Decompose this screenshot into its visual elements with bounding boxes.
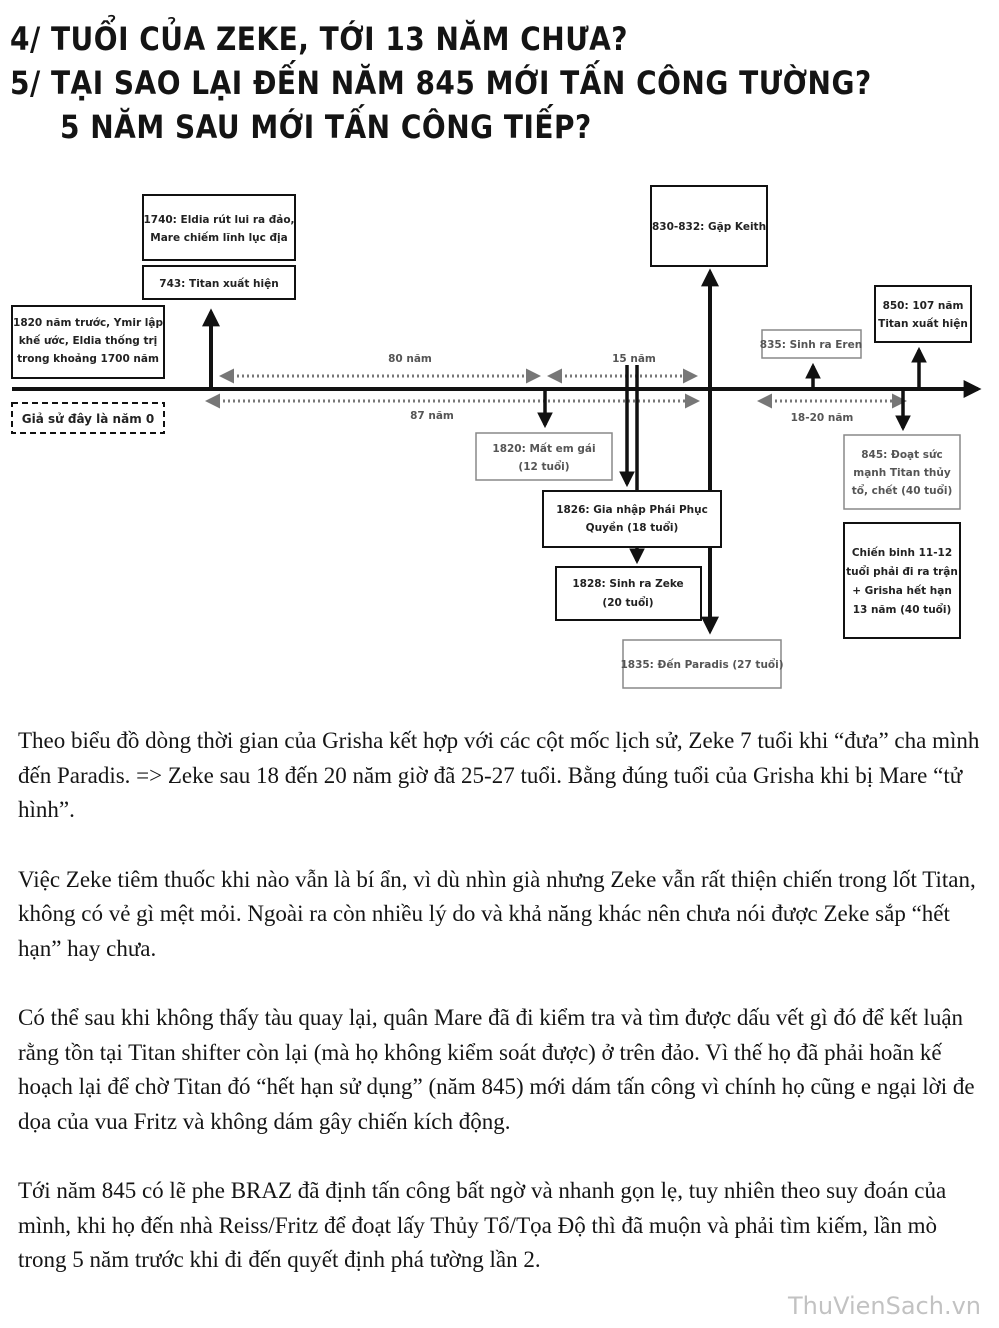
box-keith-label: 830-832: Gặp Keith [652, 221, 766, 233]
box-titan-appear-label: 743: Titan xuất hiện [159, 277, 278, 290]
paragraph-4: Tới năm 845 có lẽ phe BRAZ đã định tấn c… [18, 1178, 947, 1272]
span-label-15: 15 năm [612, 353, 656, 365]
box-founding [843, 434, 961, 510]
box-join-line-1: 1826: Gia nhập Phái Phục [556, 504, 708, 516]
span-label-87: 87 năm [410, 410, 454, 422]
box-zeke-line-2: (20 tuổi) [602, 596, 653, 609]
box-titan-850-line-2: Titan xuất hiện [878, 317, 968, 330]
timeline-diagram: 80 năm 15 năm 87 năm 18-20 năm Giả sử đâ… [11, 185, 982, 689]
box-keith [650, 185, 768, 267]
box-join-line-2: Quyền (18 tuổi) [586, 521, 679, 534]
box-warriors-line-3: + Grisha hết hạn [852, 584, 952, 597]
box-eldia-retreat [142, 194, 296, 261]
box-sister [475, 432, 613, 481]
box-join [542, 490, 722, 548]
year-zero-box [11, 402, 165, 434]
year-zero-label: Giả sử đây là năm 0 [22, 412, 154, 426]
paragraph-2: Việc Zeke tiêm thuốc khi nào vẫn là bí ẩ… [18, 866, 976, 961]
box-warriors-line-4: 13 năm (40 tuổi) [853, 603, 952, 616]
span-label-18-20: 18-20 năm [791, 412, 854, 424]
box-sister-line-1: 1820: Mất em gái [492, 442, 595, 455]
box-sister-line-2: (12 tuổi) [518, 460, 569, 473]
box-eren-born [761, 329, 862, 359]
box-paradis [622, 639, 782, 689]
box-paradis-label: 1835: Đến Paradis (27 tuổi) [620, 658, 783, 671]
box-eldia-line-1: 1740: Eldia rút lui ra đảo, [143, 214, 294, 226]
heading-question-5-continued: 5 NĂM SAU MỚI TẤN CÔNG TIẾP? [60, 108, 592, 146]
box-ymir-line-2: khế ước, Eldia thống trị [19, 334, 158, 347]
box-warriors [843, 522, 961, 639]
box-warriors-line-2: tuổi phải đi ra trận [846, 565, 958, 578]
box-ymir-line-1: 1820 năm trước, Ymir lập [13, 317, 163, 329]
box-titan-appear [142, 265, 296, 300]
box-eren-born-label: 835: Sinh ra Eren [760, 339, 862, 351]
box-warriors-line-1: Chiến binh 11-12 [852, 546, 952, 559]
paragraph-3: Có thể sau khi không thấy tàu quay lại, … [18, 1005, 975, 1134]
box-ymir [11, 305, 165, 379]
box-eldia-line-2: Mare chiếm lĩnh lục địa [150, 231, 287, 244]
box-founding-line-2: mạnh Titan thủy [853, 467, 951, 479]
box-titan-850-line-1: 850: 107 năm [883, 300, 964, 312]
span-label-80: 80 năm [388, 353, 432, 365]
box-zeke-born [555, 566, 702, 621]
box-ymir-line-3: trong khoảng 1700 năm [17, 353, 159, 365]
watermark: ThuVienSach.vn [787, 1292, 981, 1320]
article-body: Theo biểu đồ dòng thời gian của Grisha k… [18, 724, 986, 1313]
box-titan-850 [874, 285, 972, 343]
heading-question-5: 5/ TẠI SAO LẠI ĐẾN NĂM 845 MỚI TẤN CÔNG … [10, 64, 872, 102]
paragraph-1: Theo biểu đồ dòng thời gian của Grisha k… [18, 728, 980, 822]
heading-question-4: 4/ TUỔI CỦA ZEKE, TỚI 13 NĂM CHƯA? [10, 20, 629, 58]
box-founding-line-3: tổ, chết (40 tuổi) [852, 484, 953, 497]
box-zeke-line-1: 1828: Sinh ra Zeke [572, 578, 683, 590]
box-founding-line-1: 845: Đoạt sức [861, 449, 943, 461]
